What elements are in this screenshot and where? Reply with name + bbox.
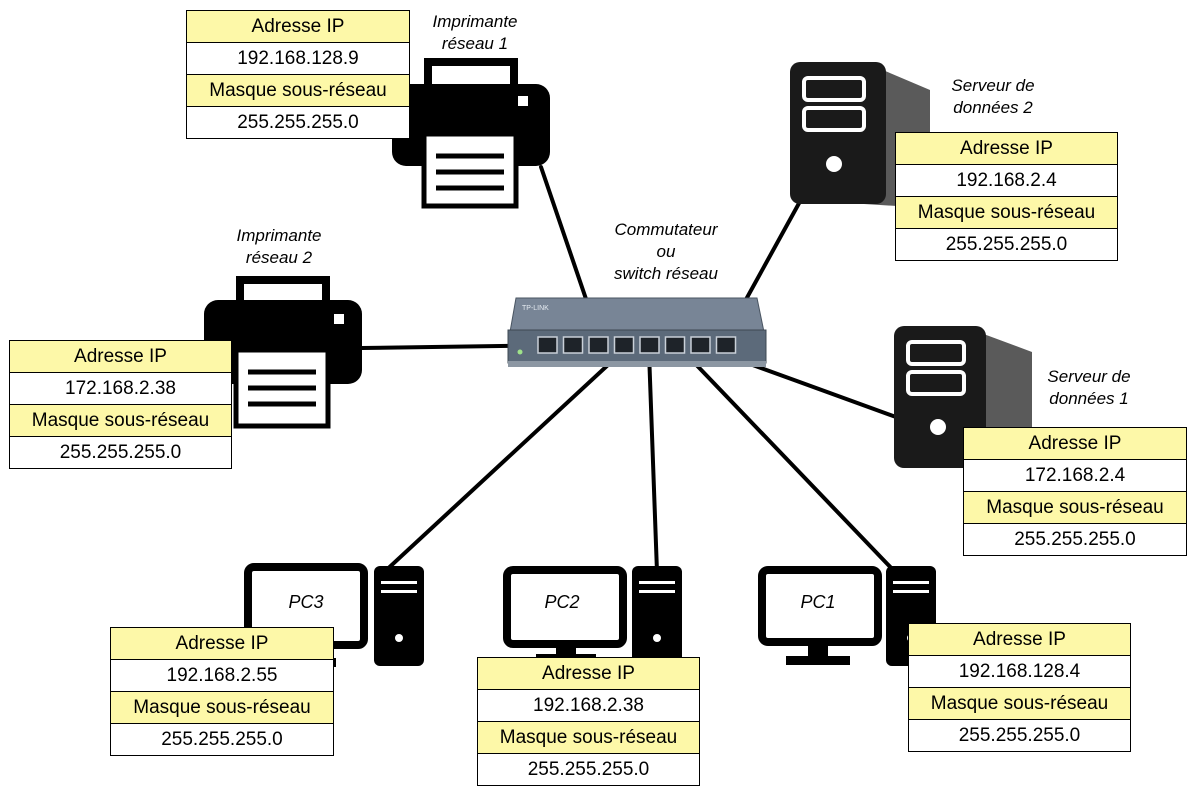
mask-value: 255.255.255.0 xyxy=(111,723,333,755)
mask-value: 255.255.255.0 xyxy=(187,106,409,138)
server-1-caption-line-2: données 1 xyxy=(1049,389,1129,408)
ip-value: 192.168.128.9 xyxy=(187,42,409,74)
pc-2-label: PC2 xyxy=(544,592,580,612)
switch-caption: Commutateur ou switch réseau xyxy=(596,219,736,285)
mask-label: Masque sous-réseau xyxy=(187,74,409,106)
ip-value: 192.168.2.55 xyxy=(111,659,333,691)
printer-2-ip-box: Adresse IP 172.168.2.38 Masque sous-rése… xyxy=(9,340,232,469)
switch-port xyxy=(562,336,584,354)
switch-port xyxy=(639,336,660,354)
server-2-caption: Serveur de données 2 xyxy=(938,75,1048,119)
printer-2-caption-line-1: Imprimante xyxy=(236,226,322,245)
mask-label: Masque sous-réseau xyxy=(478,721,699,753)
mask-value: 255.255.255.0 xyxy=(909,719,1130,751)
ip-value: 192.168.128.4 xyxy=(909,655,1130,687)
printer-1-caption-line-2: réseau 1 xyxy=(441,34,509,53)
printer-2-icon xyxy=(204,276,362,429)
network-switch: TP-LINK xyxy=(507,297,767,367)
switch-port xyxy=(715,336,737,354)
cables xyxy=(360,165,899,576)
ip-value: 172.168.2.38 xyxy=(10,372,231,404)
printer-2-caption: Imprimante réseau 2 xyxy=(224,225,334,269)
mask-label: Masque sous-réseau xyxy=(111,691,333,723)
mask-value: 255.255.255.0 xyxy=(478,753,699,785)
pc-2-icon xyxy=(503,566,682,666)
pc-3-icon xyxy=(244,563,424,667)
server-2-caption-line-1: Serveur de xyxy=(951,76,1035,95)
ip-value: 172.168.2.4 xyxy=(964,459,1186,491)
mask-value: 255.255.255.0 xyxy=(896,228,1117,260)
mask-value: 255.255.255.0 xyxy=(10,436,231,468)
server-2-ip-box: Adresse IP 192.168.2.4 Masque sous-résea… xyxy=(895,132,1118,261)
pc-3-label: PC3 xyxy=(288,592,324,612)
ip-label: Adresse IP xyxy=(909,624,1130,655)
mask-label: Masque sous-réseau xyxy=(10,404,231,436)
switch-led xyxy=(517,349,523,355)
ip-value: 192.168.2.4 xyxy=(896,164,1117,196)
switch-ports xyxy=(537,336,737,354)
ip-label: Adresse IP xyxy=(896,133,1117,164)
cable-pc3 xyxy=(380,350,624,576)
switch-caption-line-3: switch réseau xyxy=(614,264,718,283)
switch-caption-line-2: ou xyxy=(656,242,676,261)
switch-port xyxy=(664,336,686,354)
printer-1-icon xyxy=(392,58,550,209)
switch-caption-line-1: Commutateur xyxy=(614,220,718,239)
pc-1-label: PC1 xyxy=(800,592,836,612)
switch-port xyxy=(537,336,558,354)
cable-pc2 xyxy=(647,350,659,574)
mask-label: Masque sous-réseau xyxy=(909,687,1130,719)
pc-1-ip-box: Adresse IP 192.168.128.4 Masque sous-rés… xyxy=(908,623,1131,752)
mask-value: 255.255.255.0 xyxy=(964,523,1186,555)
pc-2-ip-box: Adresse IP 192.168.2.38 Masque sous-rése… xyxy=(477,657,700,786)
mask-label: Masque sous-réseau xyxy=(896,196,1117,228)
printer-1-ip-box: Adresse IP 192.168.128.9 Masque sous-rés… xyxy=(186,10,410,139)
ip-label: Adresse IP xyxy=(10,341,231,372)
switch-port xyxy=(588,336,609,354)
printer-1-caption-line-1: Imprimante xyxy=(432,12,518,31)
server-1-ip-box: Adresse IP 172.168.2.4 Masque sous-résea… xyxy=(963,427,1187,556)
mask-label: Masque sous-réseau xyxy=(964,491,1186,523)
switch-port xyxy=(690,336,711,354)
switch-brand: TP-LINK xyxy=(522,305,549,312)
cable-pc1 xyxy=(682,350,899,576)
printer-1-caption: Imprimante réseau 1 xyxy=(420,11,530,55)
ip-label: Adresse IP xyxy=(111,628,333,659)
printer-2-caption-line-2: réseau 2 xyxy=(245,248,313,267)
server-1-caption-line-1: Serveur de xyxy=(1047,367,1131,386)
switch-port xyxy=(613,336,635,354)
ip-value: 192.168.2.38 xyxy=(478,689,699,721)
ip-label: Adresse IP xyxy=(187,11,409,42)
ip-label: Adresse IP xyxy=(964,428,1186,459)
pc-3-ip-box: Adresse IP 192.168.2.55 Masque sous-rése… xyxy=(110,627,334,756)
ip-label: Adresse IP xyxy=(478,658,699,689)
server-1-caption: Serveur de données 1 xyxy=(1034,366,1144,410)
server-2-caption-line-2: données 2 xyxy=(953,98,1033,117)
